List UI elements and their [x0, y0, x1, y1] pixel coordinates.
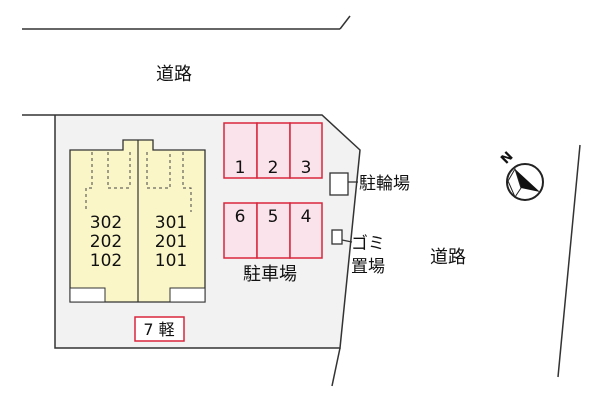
room-number: 302	[90, 213, 122, 233]
building-dashed-lines	[85, 152, 192, 212]
compass-north-label: N	[498, 149, 516, 167]
room-number: 102	[90, 251, 122, 271]
road-label-top: 道路	[156, 64, 192, 85]
parking-space	[223, 122, 258, 179]
apartment-building: 302 202 102 301 201 101	[69, 139, 206, 303]
parking-row-bottom: 6 5 4	[223, 202, 323, 259]
parking-space	[289, 202, 323, 259]
garbage-label-line1: ゴミ	[351, 233, 385, 254]
garbage-area: ゴミ 置場	[331, 229, 385, 277]
site-extension-line	[331, 347, 341, 387]
parking-space	[256, 122, 291, 179]
compass-needle-light	[507, 167, 522, 199]
garbage-leader	[341, 239, 353, 243]
room-number: 101	[155, 251, 187, 271]
parking-space	[256, 202, 291, 259]
room-number: 201	[155, 232, 187, 252]
light-vehicle-space: 7 軽	[134, 316, 185, 342]
garbage-label-line2: 置場	[351, 257, 385, 277]
parking-row-top: 1 2 3	[223, 122, 323, 179]
room-numbers-left: 302 202 102	[90, 213, 122, 271]
bike-parking: 駐輪場	[329, 172, 410, 196]
parking-space	[223, 202, 258, 259]
room-number: 202	[90, 232, 122, 252]
room-number: 301	[155, 213, 187, 233]
compass-needle-icon	[515, 169, 540, 197]
room-numbers-right: 301 201 101	[155, 213, 187, 271]
road-right-edge	[557, 144, 581, 378]
compass: N	[498, 149, 544, 201]
parking-number: 6	[235, 207, 246, 227]
balcony-left	[69, 287, 106, 303]
road-top-edge-diagonal	[339, 15, 351, 30]
parking-number: 1	[235, 158, 246, 178]
balcony-right	[169, 287, 206, 303]
parking-number: 4	[301, 207, 312, 227]
garbage-box	[331, 229, 343, 245]
road-label-right: 道路	[430, 247, 466, 268]
parking-number: 2	[268, 158, 279, 178]
light-vehicle-label: 7 軽	[143, 320, 174, 339]
bike-parking-label: 駐輪場	[359, 174, 410, 194]
parking-space	[289, 122, 323, 179]
bike-parking-box	[329, 172, 349, 196]
parking-label: 駐車場	[243, 264, 297, 285]
parking-number: 3	[301, 158, 312, 178]
light-vehicle-box	[134, 316, 185, 342]
parking-number: 5	[268, 207, 279, 227]
